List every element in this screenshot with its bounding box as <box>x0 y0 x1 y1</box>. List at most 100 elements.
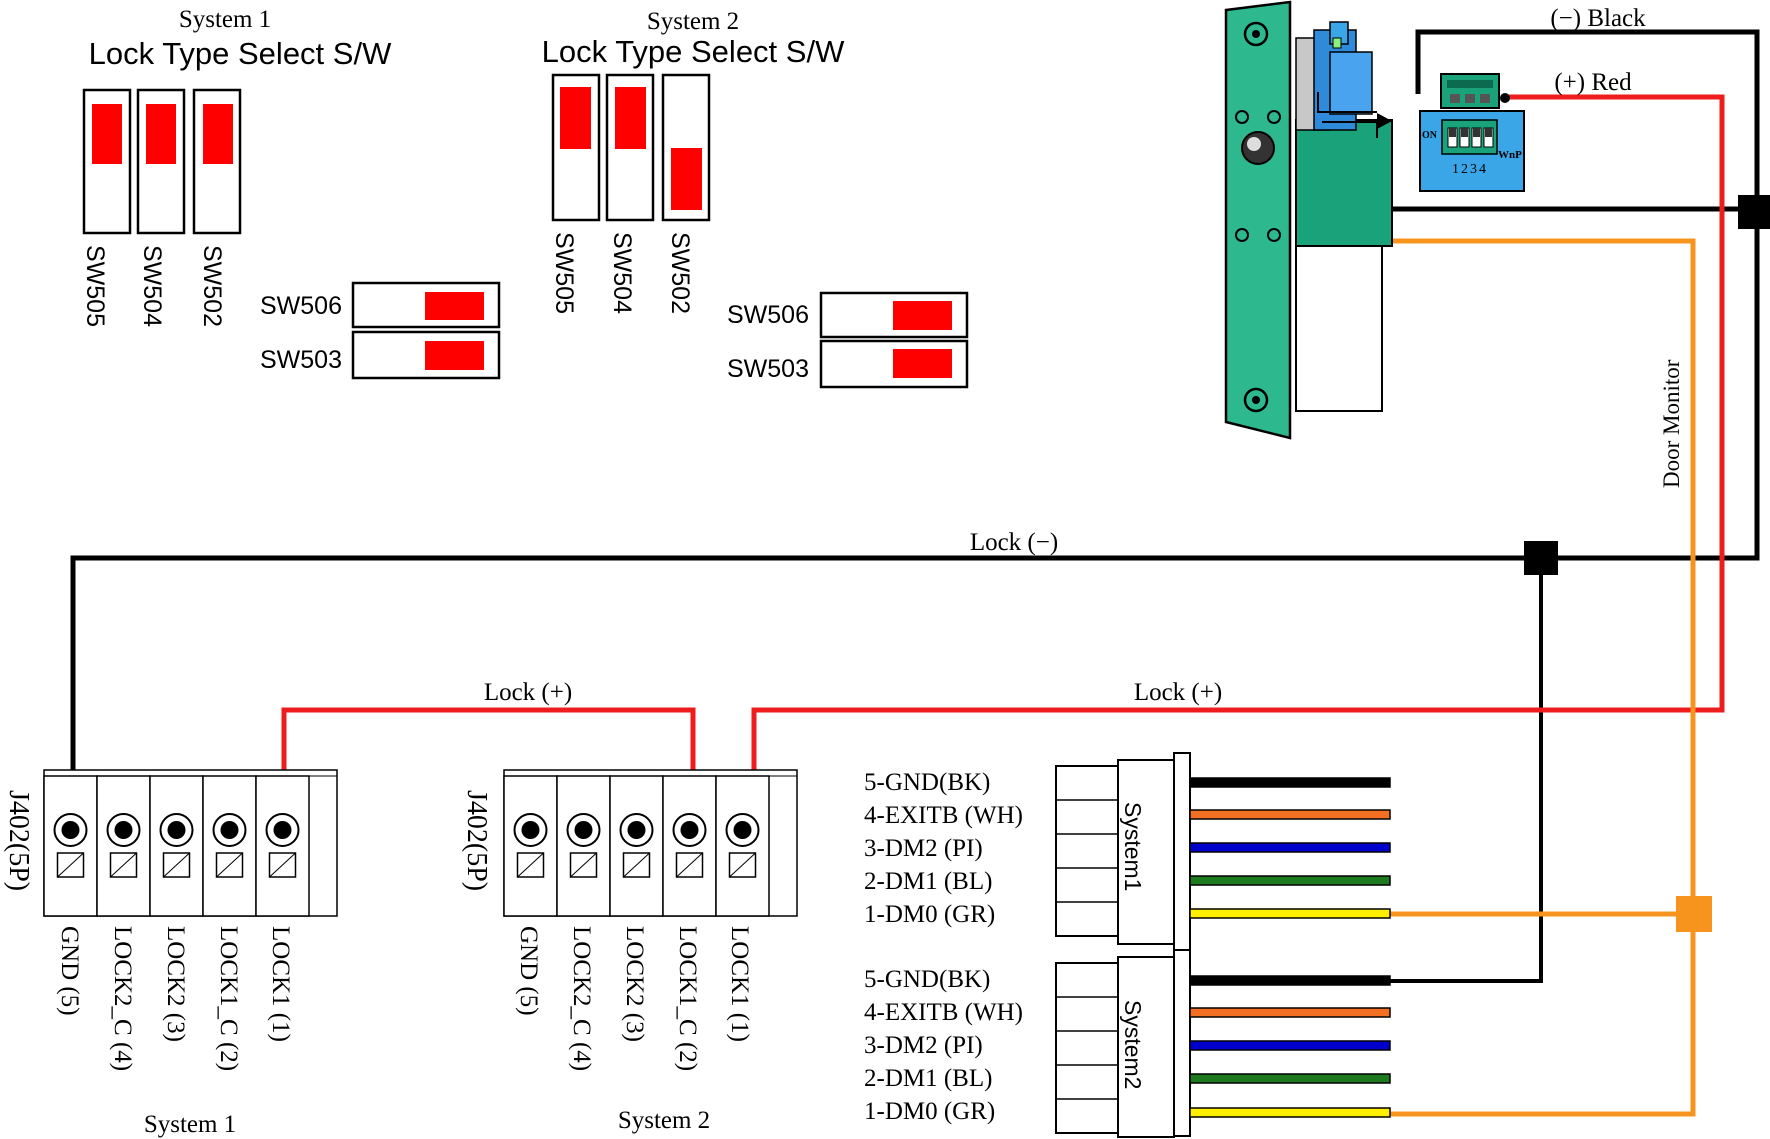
system2-caption: System 2 <box>618 1107 710 1134</box>
system2-sw506-label: SW506 <box>727 301 809 329</box>
system2-sw502-label: SW502 <box>666 232 694 314</box>
switch-panel-system1: System 1 Lock Type Select S/W SW505 SW50… <box>81 6 501 380</box>
door-lock <box>1224 0 1393 440</box>
system1-cable-label: System1 <box>1120 802 1146 891</box>
system2-sw502-slider[interactable] <box>661 73 711 222</box>
label-negative-black: (−) Black <box>1550 5 1646 32</box>
cable-connector-system1: System1 5-GND(BK) 4-EXITB (WH) 3-DM2 (PI… <box>864 752 1391 952</box>
system1-pin-lock2: LOCK2 (3) <box>162 926 189 1042</box>
system2-cable-pin-4: 4-EXITB (WH) <box>864 999 1023 1026</box>
lock-body <box>1295 119 1393 247</box>
system1-pin-lock1: LOCK1 (1) <box>267 926 294 1042</box>
system2-pin-lock1: LOCK1 (1) <box>726 926 753 1042</box>
wire-lock-positive-bridge <box>281 707 696 770</box>
switch-panel-system2: System 2 Lock Type Select S/W SW505 SW50… <box>542 8 969 389</box>
system1-sw502-label: SW502 <box>198 245 226 327</box>
terminal-block-system2: J402(5P) GND (5) LOCK2_C (4) LOCK2 (3) L… <box>461 769 798 1134</box>
system1-sw503-knob <box>425 341 484 370</box>
label-positive-red: (+) Red <box>1554 69 1632 96</box>
system1-sw504-label: SW504 <box>138 245 166 327</box>
junction-orange <box>1676 896 1712 932</box>
system2-cable-pin-5: 5-GND(BK) <box>864 966 990 993</box>
system2-sw503-knob <box>893 349 952 378</box>
system2-pin-lock2c: LOCK2_C (4) <box>568 926 595 1071</box>
system2-pin-lock1c: LOCK1_C (2) <box>674 926 701 1071</box>
system2-cable-pin-1: 1-DM0 (GR) <box>864 1098 995 1125</box>
system2-sw505-slider[interactable] <box>551 73 601 222</box>
system2-cable-label: System2 <box>1120 1000 1146 1089</box>
system2-cable-pin-3: 3-DM2 (PI) <box>864 1032 983 1059</box>
system2-switch-title: System 2 <box>647 8 739 35</box>
system1-sw505-knob <box>92 104 122 164</box>
terminal-block-system1: J402(5P) GND (5) LOCK2_C (4) LOCK2 (3) L… <box>3 769 338 1138</box>
system2-terminal-4 <box>556 775 611 917</box>
system1-cable-dm1 <box>1189 875 1391 886</box>
wire-black-top <box>1415 29 1760 561</box>
label-lock-negative: Lock (−) <box>970 529 1058 556</box>
cable-connector-system2: System2 5-GND(BK) 4-EXITB (WH) 3-DM2 (PI… <box>864 949 1391 1138</box>
system2-cable-exitb <box>1189 1007 1391 1018</box>
system1-switch-title: System 1 <box>179 6 271 33</box>
wire-red-positive <box>751 94 1725 770</box>
system2-connector-label: J402(5P) <box>461 790 492 891</box>
system1-sw504-knob <box>146 104 176 164</box>
system2-pin-gnd: GND (5) <box>515 926 542 1016</box>
system1-cable-dm0 <box>1189 908 1391 919</box>
system1-sw502-slider[interactable] <box>192 88 242 235</box>
system2-sw506-toggle[interactable] <box>819 291 969 339</box>
system1-cable-pin-3: 3-DM2 (PI) <box>864 835 983 862</box>
system2-sw504-slider[interactable] <box>605 73 655 222</box>
system1-terminal-3 <box>149 775 204 917</box>
system1-sw506-toggle[interactable] <box>351 281 501 329</box>
system2-cable-dm1 <box>1189 1073 1391 1084</box>
system2-lock-type-title: Lock Type Select S/W <box>542 34 845 69</box>
system1-cable-exitb <box>1189 809 1391 820</box>
system2-sw502-knob <box>671 148 702 210</box>
label-lock-positive-1: Lock (+) <box>484 679 572 706</box>
system1-sw504-slider[interactable] <box>136 88 186 235</box>
system2-cable-dm0 <box>1189 1107 1391 1118</box>
system1-cable-gnd <box>1189 777 1391 788</box>
dip-brand-label: WnP <box>1498 149 1522 161</box>
system1-pin-lock2c: LOCK2_C (4) <box>109 926 136 1071</box>
system1-caption: System 1 <box>144 1111 236 1138</box>
system1-sw505-slider[interactable] <box>82 88 132 235</box>
wires <box>70 29 1760 1117</box>
system1-sw505-label: SW505 <box>81 245 109 327</box>
relay-module: ON WnP 1234 <box>1419 73 1525 192</box>
system1-sw503-label: SW503 <box>260 346 342 374</box>
system2-terminal-5 <box>503 775 558 917</box>
system1-terminal-2 <box>202 775 257 917</box>
system2-sw504-label: SW504 <box>608 232 636 314</box>
faceplate-screw-top <box>1243 21 1269 47</box>
wire-door-monitor <box>1390 238 1696 1117</box>
system1-terminal-5 <box>43 775 98 917</box>
system1-terminal-1 <box>255 775 310 917</box>
system1-sw506-knob <box>425 292 484 320</box>
wire-lock-negative <box>70 555 1541 770</box>
system1-cable-pin-1: 1-DM0 (GR) <box>864 901 995 928</box>
system2-sw503-label: SW503 <box>727 355 809 383</box>
system1-cable-dm2 <box>1189 842 1391 853</box>
system2-sw505-label: SW505 <box>550 232 578 314</box>
system2-sw504-knob <box>615 87 646 149</box>
system1-sw503-toggle[interactable] <box>351 330 501 380</box>
system2-terminal-1 <box>715 775 770 917</box>
system1-connector-label: J402(5P) <box>3 790 34 891</box>
system1-cable-pin-4: 4-EXITB (WH) <box>864 802 1023 829</box>
label-lock-positive-2: Lock (+) <box>1134 679 1222 706</box>
system2-cable-dm2 <box>1189 1040 1391 1051</box>
system1-lock-type-title: Lock Type Select S/W <box>89 36 392 71</box>
dip-numbers-label: 1234 <box>1452 162 1488 177</box>
system2-sw503-toggle[interactable] <box>819 339 969 389</box>
faceplate-screw-bottom <box>1243 387 1269 413</box>
system2-terminal-2 <box>662 775 717 917</box>
system1-sw502-knob <box>203 104 233 164</box>
wire-black-gnd-system2 <box>1390 558 1543 983</box>
lock-faceplate <box>1224 0 1292 440</box>
label-door-monitor: Door Monitor <box>1659 359 1684 488</box>
system1-sw506-label: SW506 <box>260 292 342 320</box>
system2-cable-gnd <box>1189 975 1391 986</box>
system2-terminal-3 <box>609 775 664 917</box>
